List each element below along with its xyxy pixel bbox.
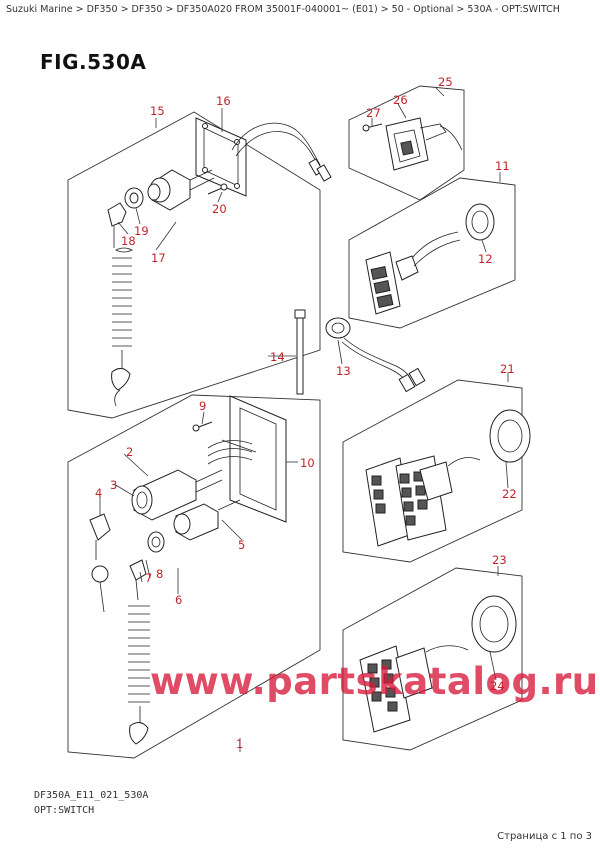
figure-title: FIG.530A [40,50,147,74]
callout-7: 7 [145,571,152,585]
callout-4: 4 [95,486,102,500]
callout-9: 9 [199,399,206,413]
callout-5: 5 [238,538,245,552]
nut-19 [124,187,144,209]
callout-23: 23 [492,553,507,567]
group-box-23 [342,567,523,751]
screw-9 [192,421,213,432]
mounting-plate-10 [207,395,287,523]
switch-panel-11 [365,231,461,315]
callout-24: 24 [490,679,505,693]
callout-12: 12 [478,252,493,266]
mounting-plate-16 [195,117,332,197]
callout-18: 18 [121,234,136,248]
callout-13: 13 [336,364,351,378]
callout-19: 19 [134,224,149,238]
watermark: www.partskatalog.ru [150,660,599,703]
callout-21: 21 [500,362,515,376]
leader-lines [99,87,509,752]
harness-13 [325,317,426,393]
callout-22: 22 [502,487,517,501]
callout-8: 8 [156,567,163,581]
callout-20: 20 [212,202,227,216]
group-box-25 [348,85,465,201]
callout-10: 10 [300,456,315,470]
group-box-11 [348,177,516,329]
rocker-switch-26 [385,117,463,171]
callout-26: 26 [393,93,408,107]
screw-27 [362,123,383,132]
keypad-panel-23 [359,645,469,733]
callout-27: 27 [366,106,381,120]
stop-switch-17 [147,169,215,211]
lanyard-6 [128,559,150,745]
group-box-15 [67,111,321,419]
key-4 [89,513,111,613]
ring-nut-22 [489,409,531,463]
ring-nut-12 [465,203,495,241]
page-info: Страница с 1 по 3 [497,831,592,842]
group-box-1 [67,394,321,759]
breadcrumb[interactable]: Suzuki Marine > DF350 > DF350 > DF350A02… [6,4,560,15]
figure-code: DF350A_E11_021_530A [34,790,149,801]
callout-2: 2 [126,445,133,459]
keypad-panel-21 [365,455,481,547]
figure-name: OPT:SWITCH [34,805,95,816]
callout-1: 1 [236,737,243,751]
callout-14: 14 [270,350,285,364]
screw-20 [207,183,228,195]
group-box-21 [342,379,523,563]
stop-switch-5 [173,499,241,541]
callout-15: 15 [150,104,165,118]
cable-tie-14 [294,309,306,395]
callout-6: 6 [175,593,182,607]
callout-11: 11 [495,159,510,173]
callout-25: 25 [438,75,453,89]
callout-16: 16 [216,94,231,108]
lanyard-18 [107,202,133,407]
callout-17: 17 [151,251,166,265]
ignition-key-switch-2 [131,469,223,521]
callout-3: 3 [110,478,117,492]
ring-nut-24 [471,595,517,653]
nut-8 [147,531,165,553]
